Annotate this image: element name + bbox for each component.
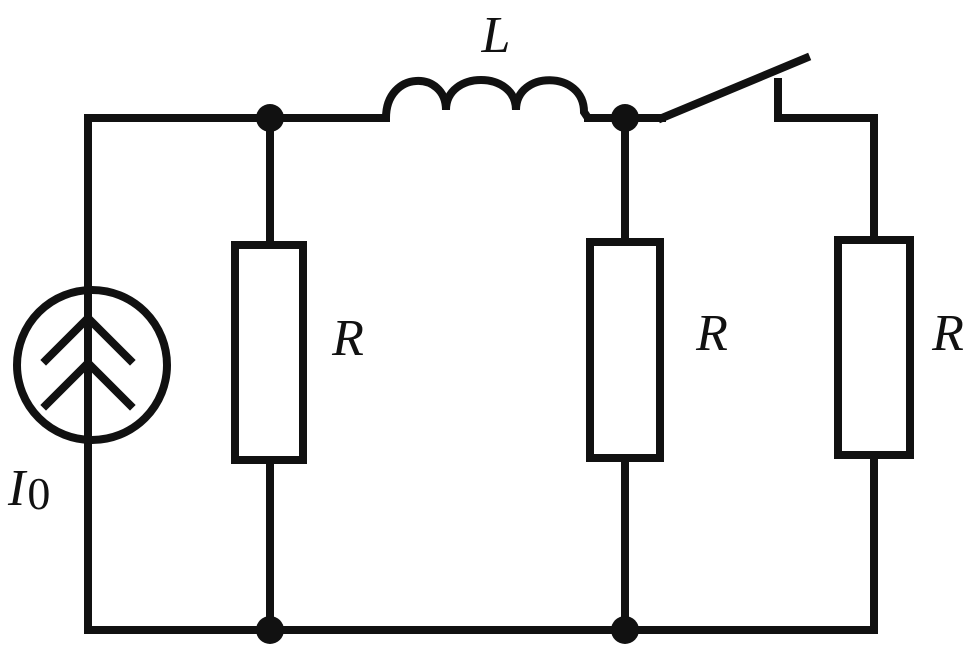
wire-top-right	[774, 78, 878, 244]
label-resistor-1: R	[331, 310, 364, 367]
resistor-2	[586, 238, 664, 462]
junction-dot	[611, 104, 639, 132]
label-resistor-2: R	[695, 305, 728, 362]
label-resistor-3: R	[931, 305, 964, 362]
current-source-arrow-lower	[40, 357, 136, 411]
label-current-source: I0	[7, 460, 50, 519]
label-current-source-main: I	[7, 460, 28, 517]
label-inductor: L	[481, 7, 511, 64]
junction-dot	[256, 616, 284, 644]
current-source	[13, 286, 171, 444]
wires	[84, 78, 878, 634]
resistor-3	[834, 236, 914, 459]
junction-dot	[611, 616, 639, 644]
resistor-1	[231, 241, 307, 464]
current-source-arrow-upper	[40, 312, 136, 366]
switch-blade	[656, 52, 812, 124]
label-current-source-sub: 0	[27, 468, 50, 519]
inductor-coil	[376, 76, 592, 122]
junction-dot	[256, 104, 284, 132]
